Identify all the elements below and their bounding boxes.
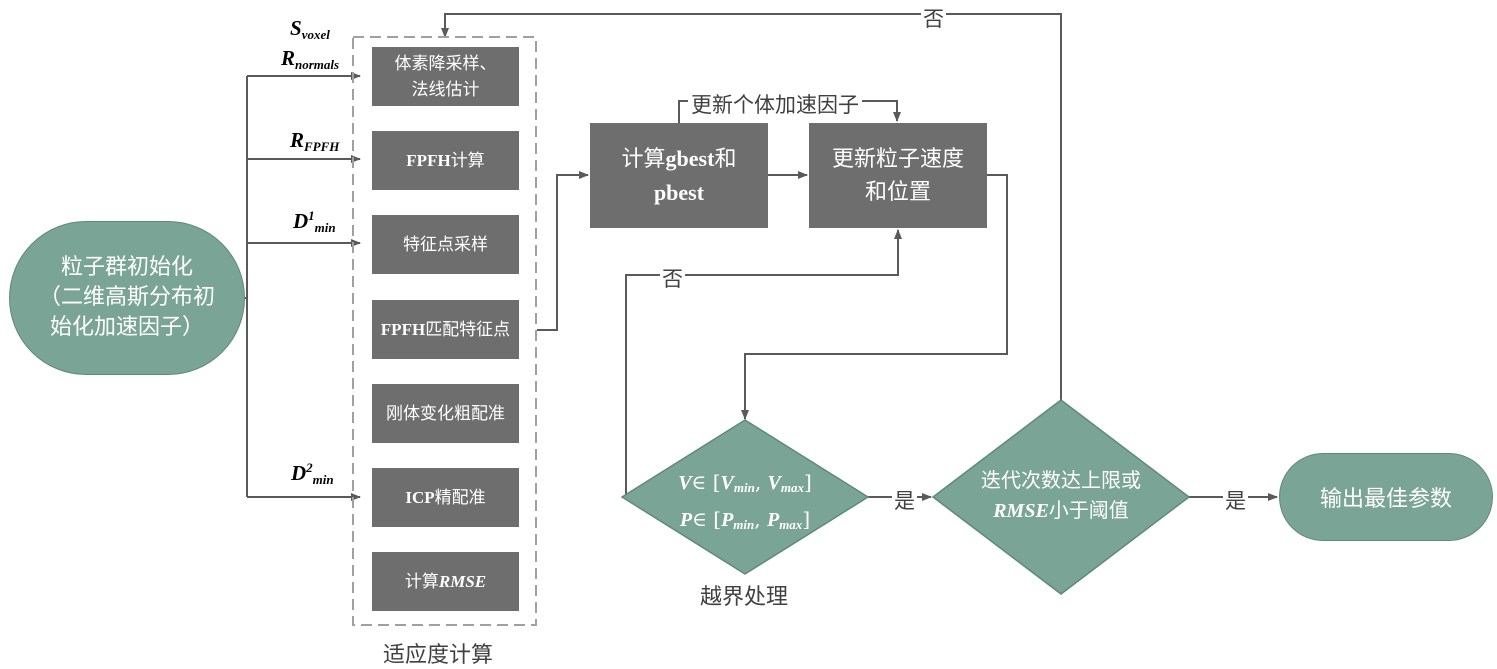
- accel-update-label: 更新个体加速因子: [688, 89, 862, 119]
- output-node: 输出最佳参数: [1279, 453, 1493, 541]
- check-condition-text: 迭代次数达上限或 RMSE小于阈值: [981, 468, 1141, 522]
- start-line2: （二维高斯分布初: [38, 285, 215, 310]
- bound-diamond: [620, 419, 870, 575]
- bound-caption: 越界处理: [700, 585, 789, 610]
- gbest-pbest-node: 计算gbest和 pbest: [590, 123, 768, 228]
- arrow-bound-no: [625, 229, 902, 497]
- edge-label-no-bound: 否: [660, 263, 685, 293]
- step-feature-sampling: 特征点采样: [372, 215, 519, 274]
- step-voxel-downsample: 体素降采样、 法线估计: [372, 47, 519, 106]
- step-rmse: 计算RMSE: [372, 552, 519, 611]
- step-icp-fine: ICP精配准: [372, 468, 519, 527]
- arrow-check-no: [441, 13, 1062, 400]
- start-line1: 粒子群初始化: [60, 255, 193, 280]
- bound-v-range: V∈ [Vmin, Vmax]: [678, 470, 812, 495]
- edge-label-no-top: 否: [921, 3, 946, 33]
- step-fpfh-compute: FPFH计算: [372, 131, 519, 190]
- step-coarse-registration: 刚体变化粗配准: [372, 384, 519, 443]
- check-diamond: [931, 399, 1191, 595]
- param-s-voxel: Svoxel: [290, 16, 330, 42]
- arrow-update-to-bound: [741, 174, 1008, 420]
- start-node: 粒子群初始化 （二维高斯分布初 始化加速因子）: [9, 221, 245, 375]
- step-fpfh-match: FPFH匹配特征点: [372, 300, 519, 359]
- param-d1-min: D1min: [293, 208, 336, 235]
- fitness-group-label: 适应度计算: [383, 643, 494, 668]
- param-r-normals: Rnormals: [281, 46, 340, 72]
- bound-condition-text: V∈ [Vmin, Vmax] P∈ [Pmin, Pmax]: [660, 467, 830, 541]
- edge-label-yes-check: 是: [1223, 485, 1248, 515]
- param-r-fpfh: RFPFH: [290, 128, 340, 154]
- edge-label-yes-bound: 是: [892, 485, 917, 515]
- arrow-match-to-gbest: [537, 171, 589, 331]
- start-line3: 始化加速因子）: [49, 315, 204, 340]
- bound-p-range: P∈ [Pmin, Pmax]: [679, 507, 811, 532]
- update-particle-node: 更新粒子速度 和位置: [809, 123, 987, 228]
- fitness-group-frame: [352, 36, 537, 626]
- param-d2-min: D2min: [291, 460, 334, 487]
